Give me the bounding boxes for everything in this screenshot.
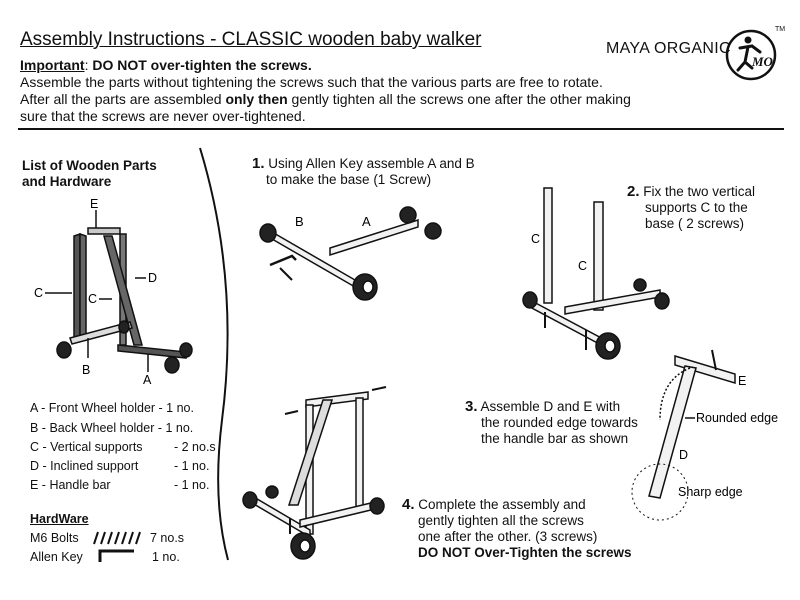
step3-text: 3. Assemble D and E with the rounded edg… [465, 399, 638, 447]
step4-drawing [242, 386, 387, 560]
step1-number: 1. [252, 155, 265, 172]
step2-label-c1: C [531, 232, 540, 246]
parts-list-title-line1: List of Wooden Parts [22, 158, 157, 173]
step2-text: 2. Fix the two vertical supports C to th… [627, 184, 755, 232]
part-item: E - Handle bar - 1 no. [30, 478, 209, 492]
part-name: C - Vertical supports [30, 440, 143, 454]
sharp-edge-label: Sharp edge [678, 485, 743, 499]
part-name: A - Front Wheel holder [30, 401, 156, 415]
parts-list-title: List of Wooden Parts and Hardware [22, 158, 182, 190]
step4-text: 4. Complete the assembly and gently tigh… [402, 497, 632, 561]
parts-list-title-line2: and Hardware [22, 174, 112, 189]
step2-number: 2. [627, 183, 640, 200]
step4-number: 4. [402, 496, 415, 513]
step2-label-c2: C [578, 259, 587, 273]
important-sep: : [84, 57, 93, 73]
part-item: C - Vertical supports - 2 no.s [30, 440, 216, 454]
hardware-qty: 1 no. [152, 550, 180, 564]
header-divider [18, 128, 784, 130]
important-line2: Assemble the parts without tightening th… [20, 74, 603, 90]
important-line3b: only then [225, 91, 288, 107]
step1-label-a: A [362, 214, 371, 229]
step4-line1: Complete the assembly and [414, 497, 586, 512]
step3-label-e: E [738, 374, 746, 388]
step1-label-b: B [295, 214, 304, 229]
part-item: D - Inclined support - 1 no. [30, 459, 209, 473]
section-divider [199, 147, 229, 561]
part-item: B - Back Wheel holder - 1 no. [30, 421, 193, 435]
important-warning: DO NOT over-tighten the screws. [92, 57, 312, 73]
step3-drawing [631, 349, 736, 521]
hardware-qty: 7 no.s [150, 531, 185, 545]
important-line3a: After all the parts are assembled [20, 91, 226, 107]
step2-line1: Fix the two vertical [639, 184, 756, 199]
step3-line3: the handle bar as shown [481, 431, 629, 446]
step2-line3: base ( 2 screws) [645, 216, 745, 231]
part-name: B - Back Wheel holder [30, 421, 155, 435]
logo-text: MO [751, 54, 774, 69]
step4-line4: DO NOT Over-Tighten the screws [418, 545, 632, 560]
hardware-name: M6 Bolts [30, 531, 79, 545]
step2-drawing [522, 187, 670, 360]
hardware-item: M6 Bolts 7 no.s [30, 531, 184, 545]
step3-line2: the rounded edge towards [481, 415, 638, 430]
step3-label-d: D [679, 448, 688, 462]
part-name: E - Handle bar [30, 478, 111, 492]
part-qty: - 2 no.s [174, 440, 216, 454]
important-line4: sure that the screws are never over-tigh… [20, 108, 306, 124]
diagram-label-a: A [143, 373, 152, 387]
maya-organic-logo: MO [725, 29, 777, 81]
important-notice: Important: DO NOT over-tighten the screw… [20, 57, 700, 125]
step4-line2: gently tighten all the screws [418, 513, 584, 528]
part-name: D - Inclined support [30, 459, 139, 473]
step1-line1: Using Allen Key assemble A and B [264, 156, 475, 171]
hardware-item: Allen Key 1 no. [30, 550, 180, 564]
part-qty: - 1 no. [174, 478, 210, 492]
step1-line2: to make the base (1 Screw) [266, 172, 432, 187]
part-qty: - 1 no. [158, 401, 194, 415]
diagram-label-c2: C [88, 292, 97, 306]
step1-drawing [259, 206, 442, 301]
page-title: Assembly Instructions - CLASSIC wooden b… [20, 29, 482, 50]
step3-number: 3. [465, 398, 478, 415]
step3-line1: Assemble D and E with [477, 399, 621, 414]
step1-text: 1. Using Allen Key assemble A and B to m… [252, 156, 475, 188]
important-line3c: gently tighten all the screws one after … [287, 91, 631, 107]
hardware-title: HardWare [30, 512, 89, 526]
diagram-label-c1: C [34, 286, 43, 300]
trademark-mark: TM [775, 26, 786, 33]
part-qty: - 1 no. [157, 421, 194, 435]
diagram-label-d: D [148, 271, 157, 285]
hardware-name: Allen Key [30, 550, 83, 564]
part-item: A - Front Wheel holder - 1 no. [30, 401, 194, 415]
brand-name: MAYA ORGANIC [606, 40, 731, 57]
step4-line3: one after the other. (3 screws) [418, 529, 598, 544]
rounded-edge-label: Rounded edge [696, 411, 778, 425]
parts-diagram [45, 210, 193, 374]
important-label: Important [20, 57, 85, 73]
step2-line2: supports C to the [645, 200, 748, 215]
part-qty: - 1 no. [174, 459, 210, 473]
diagram-label-b: B [82, 363, 90, 377]
allen-key-icon [98, 549, 134, 562]
diagram-label-e: E [90, 197, 98, 211]
bolt-icons [93, 531, 141, 545]
